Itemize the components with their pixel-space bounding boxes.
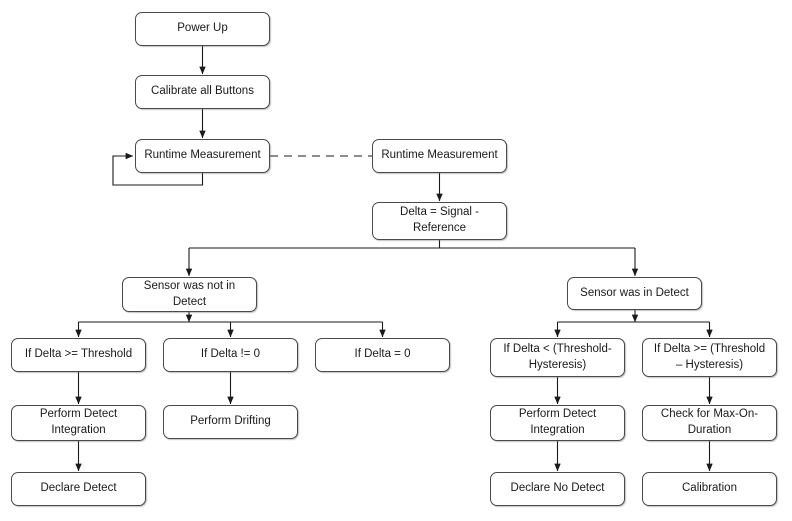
node-declare-detect[interactable]: Declare Detect xyxy=(11,472,146,506)
node-if-delta-lt-threshold-hysteresis-label: If Delta < (Threshold- Hysteresis) xyxy=(503,342,612,371)
node-if-delta-equal-zero[interactable]: If Delta = 0 xyxy=(315,338,450,372)
node-perform-drifting[interactable]: Perform Drifting xyxy=(163,405,298,439)
node-power-up-label: Power Up xyxy=(177,22,228,35)
node-delta-calculation[interactable]: Delta = Signal - Reference xyxy=(372,202,507,240)
node-if-delta-ge-threshold-hysteresis-label: If Delta >= (Threshold – Hysteresis) xyxy=(653,342,766,371)
node-sensor-was-in-detect-label: Sensor was in Detect xyxy=(580,286,689,299)
node-power-up[interactable]: Power Up xyxy=(135,12,270,46)
node-calibrate-all-buttons[interactable]: Calibrate all Buttons xyxy=(135,75,270,109)
node-if-delta-ge-threshold-hysteresis[interactable]: If Delta >= (Threshold – Hysteresis) xyxy=(642,338,777,377)
node-perform-drifting-label: Perform Drifting xyxy=(190,415,271,428)
node-if-delta-ge-threshold[interactable]: If Delta >= Threshold xyxy=(11,338,146,372)
node-declare-no-detect[interactable]: Declare No Detect xyxy=(490,472,625,506)
node-runtime-measurement-left-label: Runtime Measurement xyxy=(144,149,261,162)
node-runtime-measurement-left[interactable]: Runtime Measurement xyxy=(135,139,270,173)
node-perform-detect-integration-left[interactable]: Perform Detect Integration xyxy=(11,405,146,441)
node-if-delta-equal-zero-label: If Delta = 0 xyxy=(354,348,411,361)
node-perform-detect-integration-right-label: Perform Detect Integration xyxy=(518,408,597,436)
node-sensor-was-not-in-detect-label: Sensor was not in Detect xyxy=(143,279,236,308)
node-if-delta-not-equal-zero[interactable]: If Delta != 0 xyxy=(163,338,298,372)
node-runtime-measurement-right-label: Runtime Measurement xyxy=(381,149,498,162)
node-calibration[interactable]: Calibration xyxy=(642,472,777,506)
node-if-delta-lt-threshold-hysteresis[interactable]: If Delta < (Threshold- Hysteresis) xyxy=(490,338,625,377)
node-check-for-max-on-duration[interactable]: Check for Max-On- Duration xyxy=(642,405,777,441)
node-perform-detect-integration-right[interactable]: Perform Detect Integration xyxy=(490,405,625,441)
node-declare-detect-label: Declare Detect xyxy=(40,482,117,495)
node-delta-calculation-label: Delta = Signal - Reference xyxy=(400,206,479,234)
node-sensor-was-in-detect[interactable]: Sensor was in Detect xyxy=(567,277,702,310)
node-calibration-label: Calibration xyxy=(682,482,737,495)
node-if-delta-ge-threshold-label: If Delta >= Threshold xyxy=(24,348,133,361)
node-perform-detect-integration-left-label: Perform Detect Integration xyxy=(39,408,118,436)
node-check-for-max-on-duration-label: Check for Max-On- Duration xyxy=(660,408,759,436)
node-declare-no-detect-label: Declare No Detect xyxy=(510,482,605,495)
node-calibrate-all-buttons-label: Calibrate all Buttons xyxy=(151,85,254,98)
node-sensor-was-not-in-detect[interactable]: Sensor was not in Detect xyxy=(122,277,257,312)
node-runtime-measurement-right[interactable]: Runtime Measurement xyxy=(372,139,507,173)
node-if-delta-not-equal-zero-label: If Delta != 0 xyxy=(200,348,261,361)
